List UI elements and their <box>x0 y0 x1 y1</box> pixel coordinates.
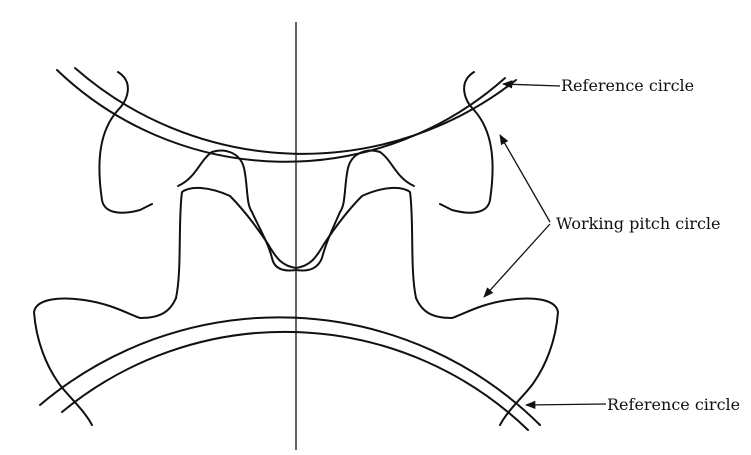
lower-gear-tooth-left-outer <box>33 297 177 426</box>
bottom-reference-circle-label: Reference circle <box>607 395 740 414</box>
bottom-reference-leader <box>524 400 607 410</box>
upper-working-pitch-circle <box>74 67 517 155</box>
lower-gear-tooth-right-outer <box>415 297 559 426</box>
working-pitch-circle-label: Working pitch circle <box>556 214 721 233</box>
upper-gear-tooth-right <box>339 149 415 213</box>
upper-gear-tooth-left <box>177 149 253 213</box>
top-reference-circle-label: Reference circle <box>561 76 694 95</box>
lower-reference-circle <box>61 330 529 431</box>
working-pitch-leader-lower <box>483 223 551 298</box>
upper-gear-tooth-left-outer <box>98 71 153 214</box>
upper-gear-tooth-right-outer <box>439 71 494 214</box>
lower-gear-tooth-right <box>295 186 417 299</box>
top-reference-leader <box>501 80 561 89</box>
working-pitch-leader-upper <box>499 134 551 223</box>
upper-reference-circle <box>56 69 506 163</box>
lower-working-pitch-circle <box>39 316 541 426</box>
lower-gear-tooth-left <box>175 186 297 299</box>
